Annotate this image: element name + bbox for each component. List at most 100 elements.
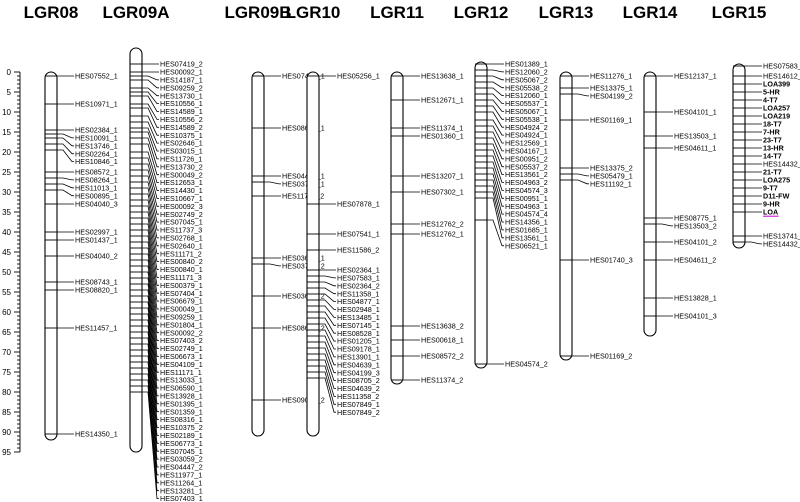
marker-connector <box>142 79 159 89</box>
marker-connector <box>142 169 159 207</box>
marker-label: HES03752_2 <box>282 262 325 271</box>
marker-label: HES13730_2 <box>160 162 203 171</box>
marker-connector <box>142 91 159 104</box>
marker-connector <box>142 373 159 476</box>
linkage-group-lgr12: LGR12HES01389_1HES12060_2HES05067_2HES05… <box>454 3 548 369</box>
marker-label: HES02768_1 <box>160 234 203 243</box>
marker-connector <box>142 241 159 302</box>
axis-tick-label: 80 <box>2 388 11 397</box>
linkage-group-title: LGR14 <box>623 3 678 22</box>
marker-label: HES01685_1 <box>505 226 548 235</box>
marker-label: HES08649_2 <box>282 324 325 333</box>
marker-connector <box>57 177 74 181</box>
marker-label: HES13503_2 <box>674 222 717 231</box>
marker-label: HES07302_1 <box>421 188 464 197</box>
marker-connector <box>142 131 159 160</box>
marker-label: HES04574_4 <box>505 210 548 219</box>
marker-connector <box>319 377 336 413</box>
marker-label: HES00379_1 <box>160 281 203 290</box>
marker-connector <box>487 75 504 81</box>
marker-label: HES01360_1 <box>421 132 464 141</box>
marker-label: HES13746_1 <box>75 141 118 150</box>
marker-connector <box>142 193 159 239</box>
marker-connector <box>487 185 504 223</box>
marker-connector <box>142 187 159 231</box>
marker-label: HES13503_1 <box>674 132 717 141</box>
marker-label: HES04447_2 <box>160 463 203 472</box>
marker-connector <box>142 235 159 294</box>
marker-label: HES00092_3 <box>160 202 203 211</box>
axis-tick-label: 45 <box>2 248 11 257</box>
marker-connector <box>142 181 159 223</box>
linkage-group-lgr09a: LGR09AHES07419_2HES00092_1HES14187_1HES0… <box>102 3 202 502</box>
marker-label: HES01395_1 <box>160 399 203 408</box>
marker-label: HES13741_1 <box>763 232 800 241</box>
marker-connector <box>142 121 159 144</box>
marker-label: HES07878_1 <box>337 200 380 209</box>
marker-connector <box>487 219 504 247</box>
marker-label: D11-FW <box>763 192 790 201</box>
marker-label: HES10091_1 <box>75 134 118 143</box>
marker-connector <box>487 173 504 207</box>
marker-label: HES04167_1 <box>505 147 548 156</box>
marker-label: LOA <box>763 208 778 217</box>
marker-label: HES14432_1 <box>763 160 800 169</box>
marker-label: HES04611_2 <box>674 256 716 265</box>
marker-label: HES04924_2 <box>505 123 548 132</box>
axis-tick-label: 20 <box>2 148 11 157</box>
marker-connector <box>319 341 336 366</box>
marker-connector <box>57 133 74 139</box>
marker-label: HES00618_1 <box>421 336 464 345</box>
marker-label: HES07849_1 <box>337 400 380 409</box>
marker-label: HES04199_2 <box>590 92 633 101</box>
marker-connector <box>487 87 504 96</box>
axis-tick-label: 55 <box>2 288 11 297</box>
marker-connector <box>264 181 281 185</box>
marker-label: HES11171_2 <box>160 249 202 258</box>
axis-tick-label: 65 <box>2 328 11 337</box>
marker-label: HES07552_1 <box>75 72 118 81</box>
marker-connector <box>319 323 336 342</box>
marker-label: LOA275 <box>763 176 790 185</box>
marker-label: HES09005_2 <box>282 396 325 405</box>
marker-connector <box>572 173 589 177</box>
linkage-group-lgr14: LGR14HES12137_1HES04101_1HES13503_1HES04… <box>623 3 717 337</box>
marker-connector <box>142 103 159 120</box>
marker-connector <box>142 271 159 342</box>
marker-label: HES11457_1 <box>75 324 117 333</box>
linkage-group-lgr15: LGR15HES07583_2HES14612_1LOA3995-HR4-T7L… <box>712 3 800 249</box>
marker-label: HES14187_1 <box>160 76 203 85</box>
marker-label: HES03752_1 <box>282 180 325 189</box>
marker-connector <box>319 299 336 310</box>
marker-label: HES08572_2 <box>421 352 464 361</box>
axis-tick-label: 95 <box>2 448 11 457</box>
marker-label: HES14612_1 <box>763 72 800 81</box>
marker-connector <box>319 347 336 374</box>
marker-label: HES13901_1 <box>337 353 380 362</box>
marker-label: HES08743_1 <box>75 278 118 287</box>
marker-label: HES13485_1 <box>337 313 380 322</box>
marker-label: HES08264_1 <box>75 176 118 185</box>
axis-tick-label: 60 <box>2 308 11 317</box>
marker-connector <box>487 155 504 183</box>
marker-connector <box>142 289 159 365</box>
marker-label: HES12762_1 <box>421 230 464 239</box>
axis-tick-label: 85 <box>2 408 11 417</box>
marker-label: HES01437_1 <box>75 236 118 245</box>
marker-label: HES13828_1 <box>674 294 717 303</box>
marker-label: HES14350_1 <box>75 430 118 439</box>
marker-label: HES02646_1 <box>160 139 203 148</box>
marker-label: HES09259_2 <box>160 83 203 92</box>
linkage-group-lgr10: LGR10HES05256_1HES07878_1HES07541_1HES11… <box>286 3 380 437</box>
marker-label: HES04101_1 <box>674 108 717 117</box>
marker-label: HES13928_1 <box>160 392 203 401</box>
marker-connector <box>487 191 504 231</box>
marker-label: HES05256_1 <box>337 72 380 81</box>
marker-label: HES13375_1 <box>590 84 633 93</box>
marker-label: HES00840_1 <box>160 265 203 274</box>
marker-label: HES10846_1 <box>75 157 118 166</box>
marker-label: HES14589_1 <box>160 107 203 116</box>
marker-label: HES14430_1 <box>160 186 203 195</box>
marker-label: HES11358_2 <box>337 392 379 401</box>
marker-connector <box>142 247 159 310</box>
